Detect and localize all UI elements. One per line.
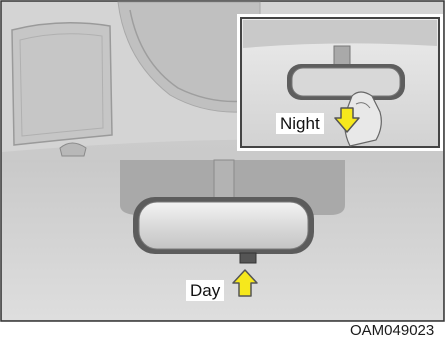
day-label: Day [186,280,224,301]
night-label: Night [276,113,324,134]
arrow-up-icon [232,268,258,298]
arrow-down-icon [333,106,361,134]
figure-code: OAM049023 [348,322,436,339]
